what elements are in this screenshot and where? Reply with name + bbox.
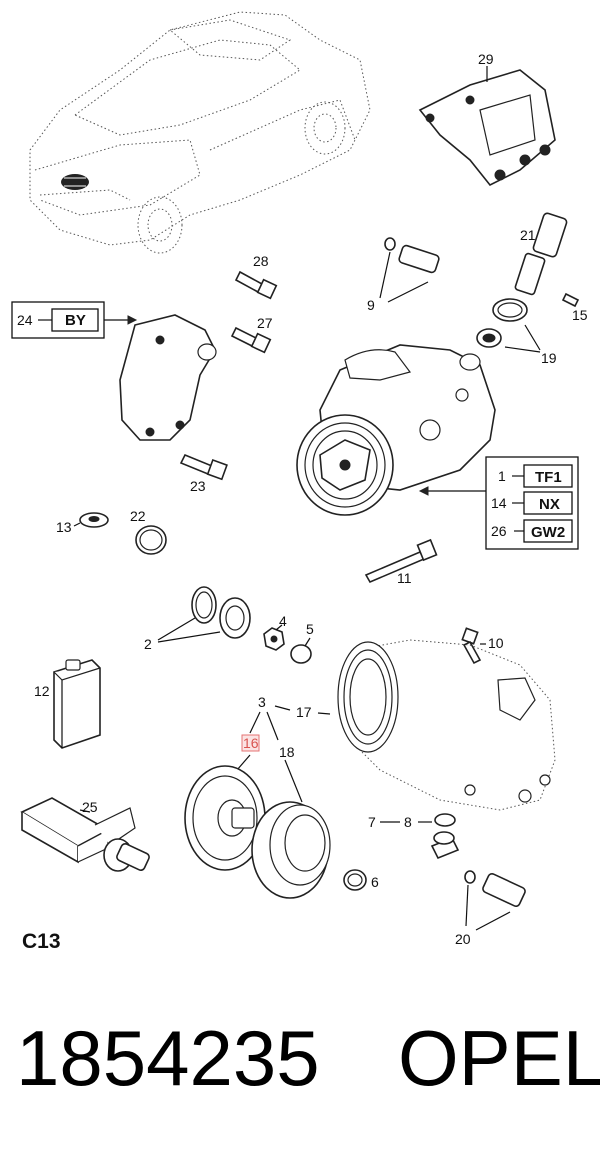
part-24-bracket xyxy=(119,314,217,441)
part-19-rings xyxy=(476,298,541,353)
code-24: BY xyxy=(65,312,86,329)
car-illustration xyxy=(29,11,371,254)
part-7-8-plug xyxy=(380,813,460,860)
label-6: 6 xyxy=(371,874,379,890)
part-4-nut xyxy=(263,624,285,651)
part-28-bolt xyxy=(234,270,278,300)
label-25: 25 xyxy=(82,799,98,815)
part-29-bracket xyxy=(418,66,556,187)
part-27-bolt xyxy=(230,326,272,354)
label-29: 29 xyxy=(478,51,494,67)
part-6-ring xyxy=(343,869,367,891)
part-20-sensor xyxy=(464,870,526,931)
label-19: 19 xyxy=(541,350,557,366)
code-1: TF1 xyxy=(535,469,562,486)
label-13: 13 xyxy=(56,519,72,535)
callout-group-1-14-26 xyxy=(418,456,579,550)
code-14: NX xyxy=(539,496,560,513)
label-5: 5 xyxy=(306,621,314,637)
part-21-valve xyxy=(514,212,568,296)
label-26: 26 xyxy=(491,523,507,539)
part-16-hub xyxy=(184,765,266,871)
part-2-seals xyxy=(157,586,251,643)
part-9-sensor xyxy=(379,237,440,303)
part-12-oil-can xyxy=(53,659,101,749)
part-5-ring xyxy=(290,637,312,664)
part-18-pulley xyxy=(251,801,331,899)
label-12: 12 xyxy=(34,683,50,699)
label-4: 4 xyxy=(279,613,287,629)
part-17-compressor xyxy=(337,639,556,811)
compressor-location-marker xyxy=(61,174,89,190)
label-17: 17 xyxy=(296,704,312,720)
label-16-highlight xyxy=(241,734,260,752)
label-14: 14 xyxy=(491,495,507,511)
part-22-snap-ring xyxy=(135,525,167,555)
label-20: 20 xyxy=(455,931,471,947)
clutch-leaders xyxy=(236,705,331,803)
part-11-bolt xyxy=(364,538,438,584)
label-22: 22 xyxy=(130,508,146,524)
brand-name: OPEL xyxy=(398,1014,600,1102)
part-10-bolt xyxy=(461,627,486,665)
label-2: 2 xyxy=(144,636,152,652)
code-26: GW2 xyxy=(531,524,565,541)
label-3: 3 xyxy=(258,694,266,710)
label-28: 28 xyxy=(253,253,269,269)
part-15-screw xyxy=(561,292,580,308)
label-15: 15 xyxy=(572,307,588,323)
label-16: 16 xyxy=(243,735,259,751)
label-24: 24 xyxy=(17,312,33,328)
label-21: 21 xyxy=(520,227,536,243)
part-13-washer xyxy=(73,512,109,528)
label-23: 23 xyxy=(190,478,206,494)
part-25-tool xyxy=(20,797,150,872)
label-1: 1 xyxy=(498,468,506,484)
compressor-assembly xyxy=(296,344,496,516)
label-7: 7 xyxy=(368,814,376,830)
section-code: C13 xyxy=(22,930,61,953)
label-10: 10 xyxy=(488,635,504,651)
label-18: 18 xyxy=(279,744,295,760)
label-11: 11 xyxy=(397,570,412,586)
label-9: 9 xyxy=(367,297,375,313)
label-27: 27 xyxy=(257,315,273,331)
part-23-bolt xyxy=(179,453,228,481)
callout-24 xyxy=(11,301,138,339)
part-number: 1854235 xyxy=(16,1014,320,1102)
label-8: 8 xyxy=(404,814,412,830)
